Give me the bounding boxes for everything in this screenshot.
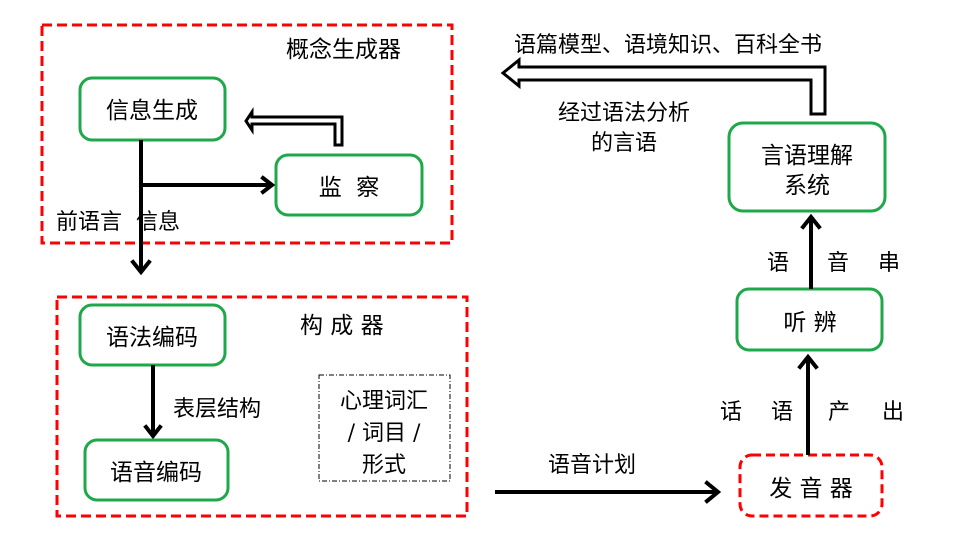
- parsed-speech-feedback-arrow: [500, 56, 827, 116]
- lexicon-line-1: 心理词汇: [340, 389, 428, 414]
- overt-speech-char-2: 语: [771, 400, 793, 425]
- speech-comprehension-node: [727, 121, 887, 213]
- formulator-title: 构 成 器: [300, 313, 384, 339]
- monitoring-label: 监 察: [319, 175, 380, 201]
- conceptualizer-title: 概念生成器: [286, 37, 401, 63]
- overt-speech-char-4: 出: [882, 400, 904, 425]
- lexicon-line-3: 形式: [362, 453, 406, 478]
- audition-label: 听 辨: [783, 310, 836, 336]
- speech-comprehension-label-line-2: 系统: [784, 173, 830, 199]
- overt-speech-char-3: 产: [828, 400, 850, 425]
- phonetic-string-char-1: 语: [767, 251, 789, 276]
- speech-comprehension-label-line-1: 言语理解: [761, 143, 853, 169]
- phonetic-string-char-3: 串: [878, 251, 900, 276]
- phonetic-string-arrowhead: [800, 213, 822, 230]
- overt-speech-char-1: 话: [720, 400, 742, 425]
- conceptualizer-group-border: [40, 23, 454, 245]
- grammatical-encoding-label: 语法编码: [106, 325, 198, 351]
- phonetic-plan-arrowhead: [704, 480, 722, 504]
- monitoring-node: [274, 153, 424, 217]
- phonetic-string-char-2: 音: [827, 251, 849, 276]
- articulator-label: 发 音 器: [769, 476, 853, 502]
- message-generation-label: 信息生成: [106, 98, 198, 124]
- surface-structure-arrowhead: [143, 424, 163, 440]
- lexicon-box: [318, 374, 451, 482]
- formulator-group-border: [55, 295, 469, 518]
- articulator-node: [738, 453, 884, 518]
- knowledge-label: 语篇模型、语境知识、百科全书: [514, 33, 822, 58]
- phonological-encoding-node: [83, 438, 230, 502]
- lexicon-line-2: / 词目 /: [348, 421, 421, 446]
- preverbal-message-arrowhead: [130, 259, 152, 276]
- monitoring-feedback-arrow: [244, 107, 344, 147]
- monitoring-branch-arrowhead: [260, 175, 276, 195]
- parsed-speech-label-line-2: 的言语: [591, 131, 657, 156]
- preverbal-message-label: 前语言 信息: [56, 210, 180, 235]
- parsed-speech-label-line-1: 经过语法分析: [558, 101, 690, 126]
- phonetic-plan-label: 语音计划: [548, 453, 636, 478]
- message-generation-node: [78, 76, 227, 142]
- surface-structure-label: 表层结构: [173, 397, 261, 422]
- phonological-encoding-label: 语音编码: [110, 460, 202, 486]
- overt-speech-arrowhead: [797, 353, 819, 370]
